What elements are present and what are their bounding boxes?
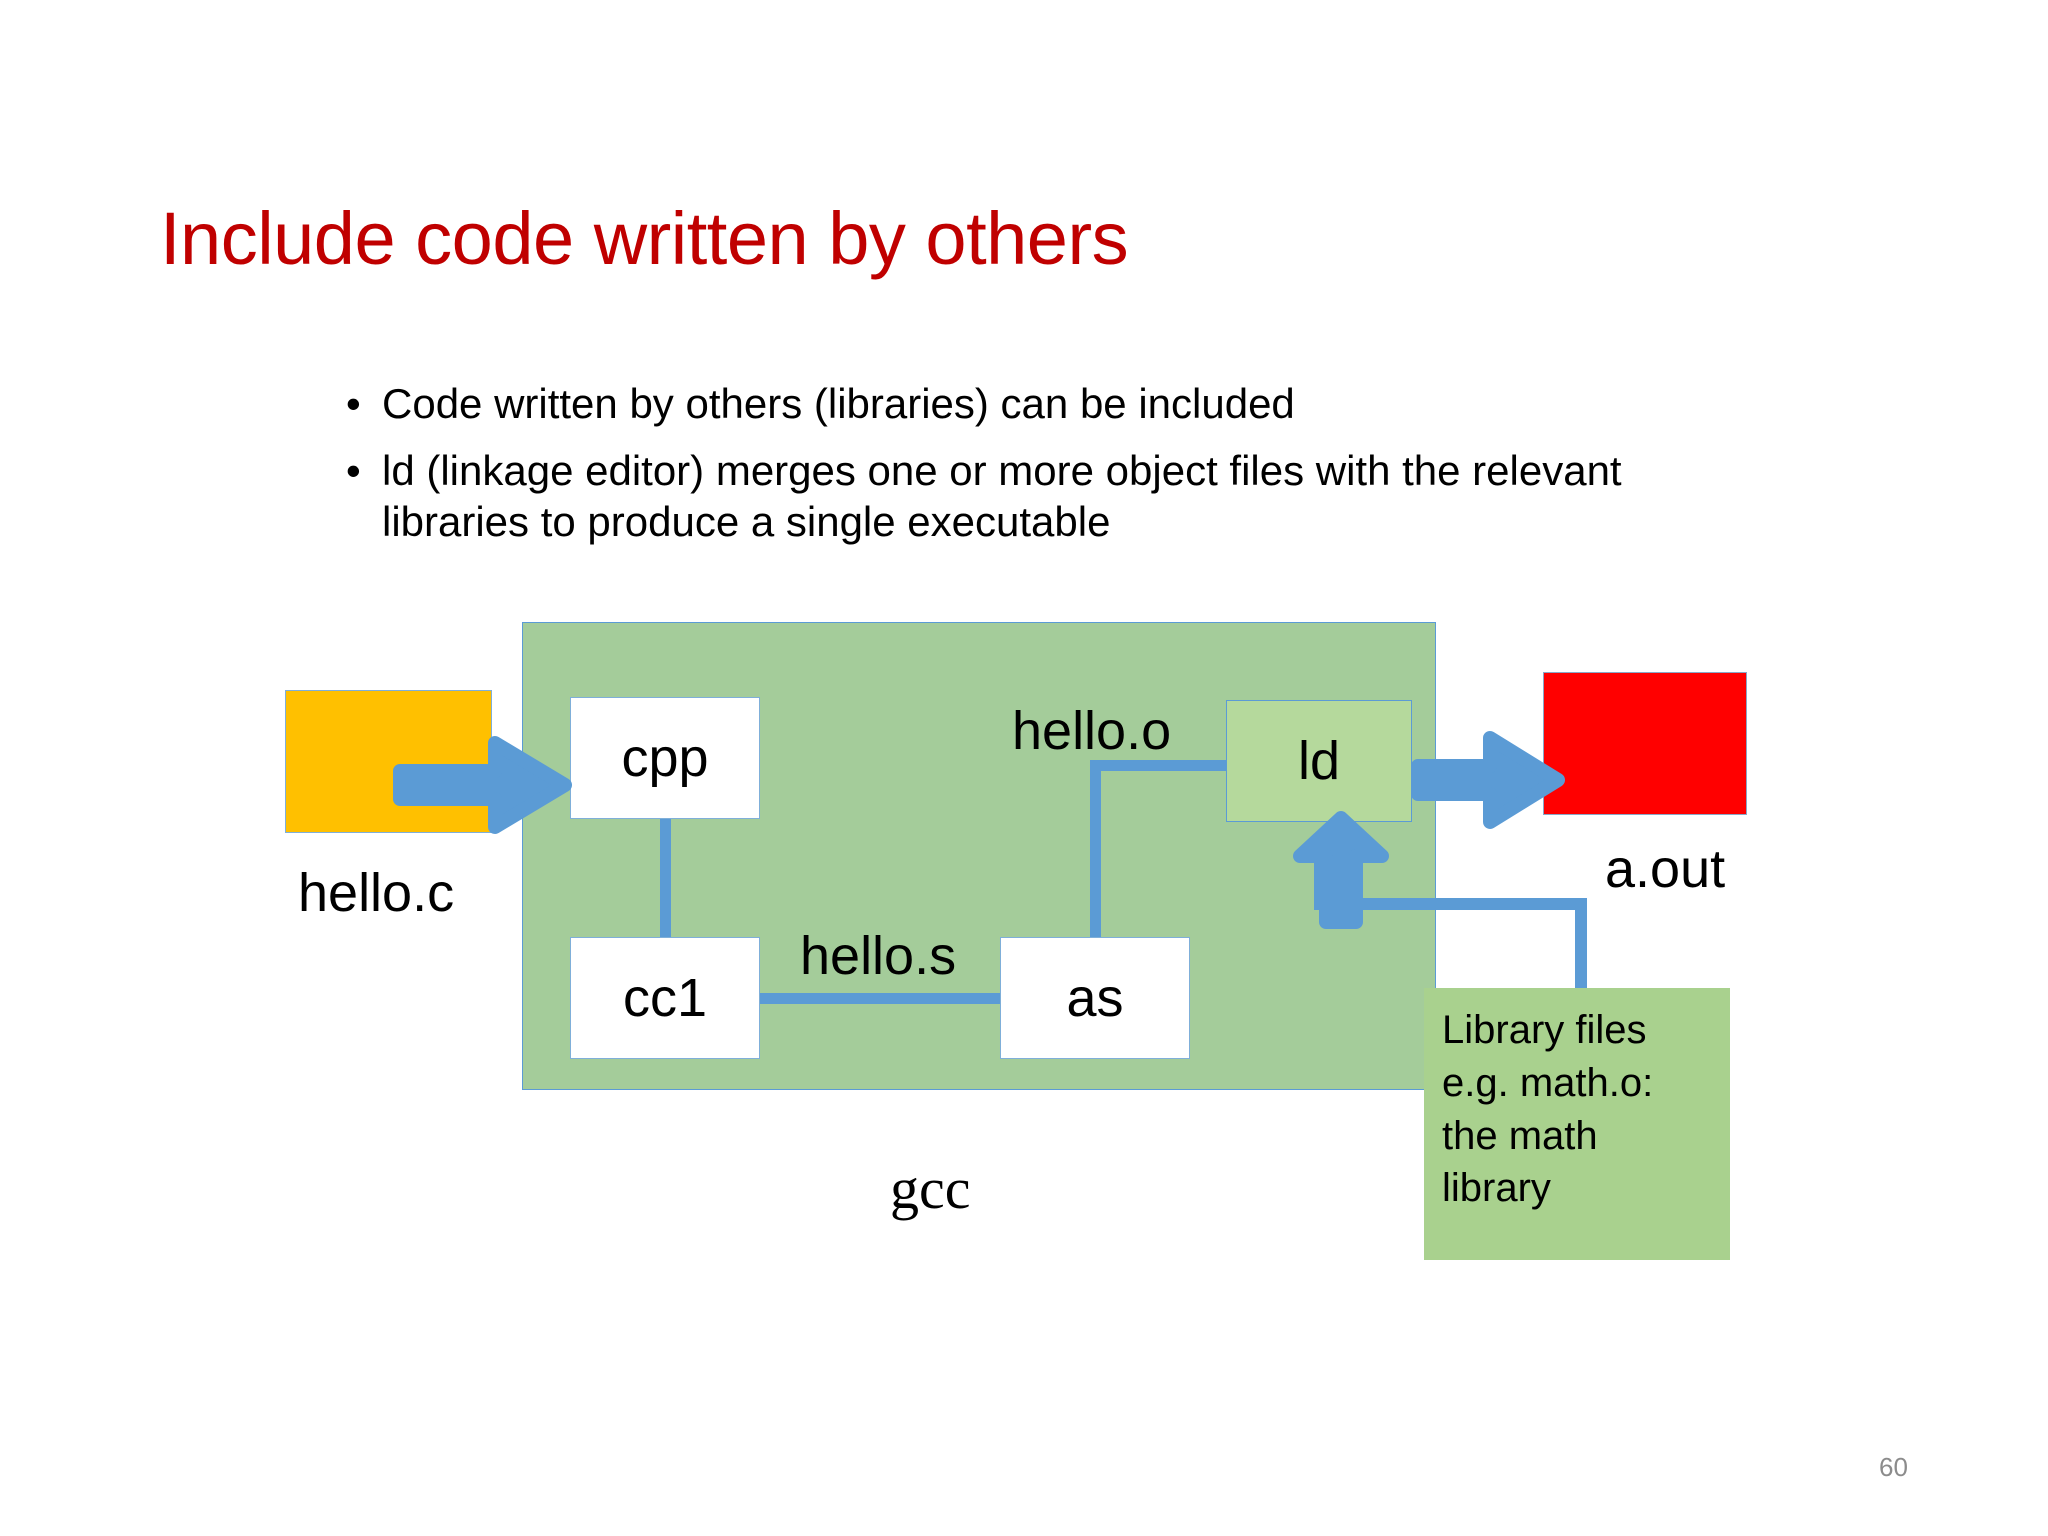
connector-library-horizontal xyxy=(1315,898,1587,910)
node-cc1: cc1 xyxy=(570,937,760,1059)
bullet-text: ld (linkage editor) merges one or more o… xyxy=(382,447,1622,546)
file-label-a-out: a.out xyxy=(1605,839,1726,899)
connector-as-to-ld xyxy=(1090,760,1228,771)
edge-label-hello-s: hello.s xyxy=(800,926,957,986)
connector-cc1-to-as xyxy=(760,993,1002,1004)
library-note-line: Library files xyxy=(1442,1008,1647,1052)
bullet-marker-icon: • xyxy=(346,380,361,427)
library-note-line: e.g. math.o: xyxy=(1442,1060,1654,1105)
arrow-library-to-ld xyxy=(1293,811,1389,929)
file-box-a-out xyxy=(1543,672,1747,815)
connector-as-vertical xyxy=(1090,760,1101,940)
edge-label-hello-o: hello.o xyxy=(1012,701,1172,761)
connector-cpp-to-cc1 xyxy=(660,817,671,939)
node-ld-label: ld xyxy=(1297,731,1341,791)
bullet-list: • Code written by others (libraries) can… xyxy=(340,378,1700,564)
connector-library-vertical xyxy=(1575,898,1587,990)
node-cpp: cpp xyxy=(570,697,760,819)
page-title: Include code written by others xyxy=(160,197,1129,280)
node-cpp-label: cpp xyxy=(621,728,709,788)
page-number: 60 xyxy=(1879,1452,1908,1482)
node-as-label: as xyxy=(1066,968,1124,1028)
bullet-text: Code written by others (libraries) can b… xyxy=(382,380,1295,427)
arrow-hello-c-to-cpp xyxy=(393,736,572,834)
node-ld: ld xyxy=(1226,700,1412,822)
gcc-panel-label: gcc xyxy=(890,1156,971,1221)
node-as: as xyxy=(1000,937,1190,1059)
file-box-hello-c xyxy=(285,690,492,833)
file-label-hello-c: hello.c xyxy=(298,863,455,923)
node-cc1-label: cc1 xyxy=(622,968,708,1028)
list-item: • Code written by others (libraries) can… xyxy=(340,378,1700,429)
bullet-marker-icon: • xyxy=(346,447,361,495)
library-files-note: Library files e.g. math.o: the math libr… xyxy=(1424,988,1730,1260)
library-note-line: the math xyxy=(1442,1113,1598,1158)
library-note-line: library xyxy=(1442,1166,1551,1211)
arrow-ld-to-a-out xyxy=(1411,731,1565,829)
list-item: • ld (linkage editor) merges one or more… xyxy=(340,445,1700,547)
